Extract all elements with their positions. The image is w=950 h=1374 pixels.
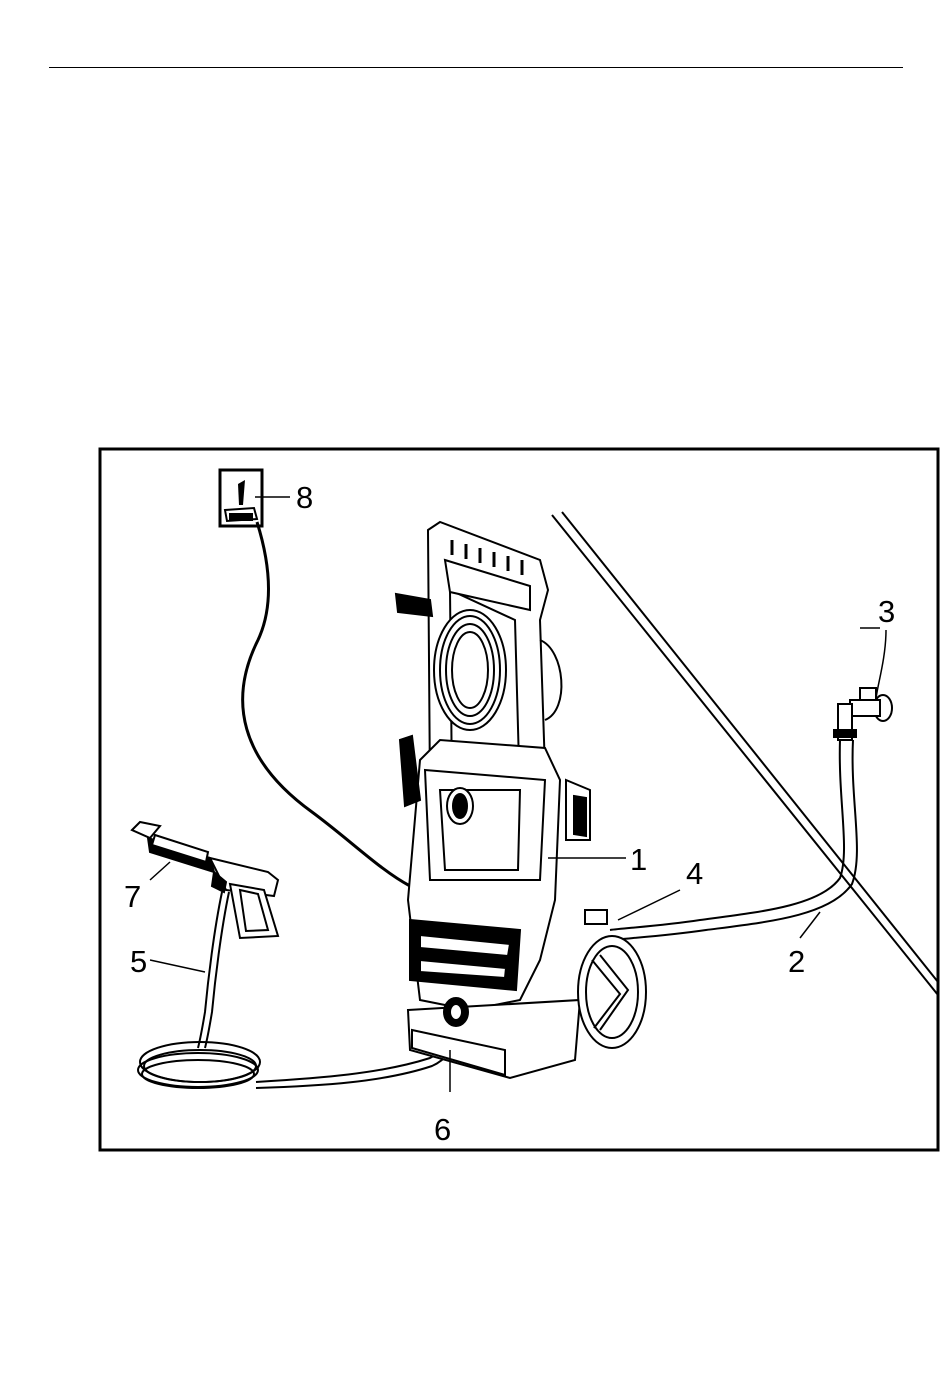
callout-5: 5: [130, 944, 147, 979]
water-tap-icon: [834, 688, 892, 740]
callout-8: 8: [296, 480, 313, 515]
callout-4: 4: [686, 856, 703, 891]
callout-7: 7: [124, 879, 141, 914]
power-cord: [243, 522, 410, 886]
callout-1: 1: [630, 842, 647, 877]
spray-gun-icon: [132, 822, 278, 938]
wall-edge: [552, 512, 938, 995]
callout-3: 3: [878, 594, 895, 629]
callout-6: 6: [434, 1112, 451, 1147]
water-inlet-hose: [610, 740, 857, 940]
callout-2: 2: [788, 944, 805, 979]
power-socket-icon: [220, 470, 262, 526]
pressure-washer-unit: [396, 522, 646, 1078]
